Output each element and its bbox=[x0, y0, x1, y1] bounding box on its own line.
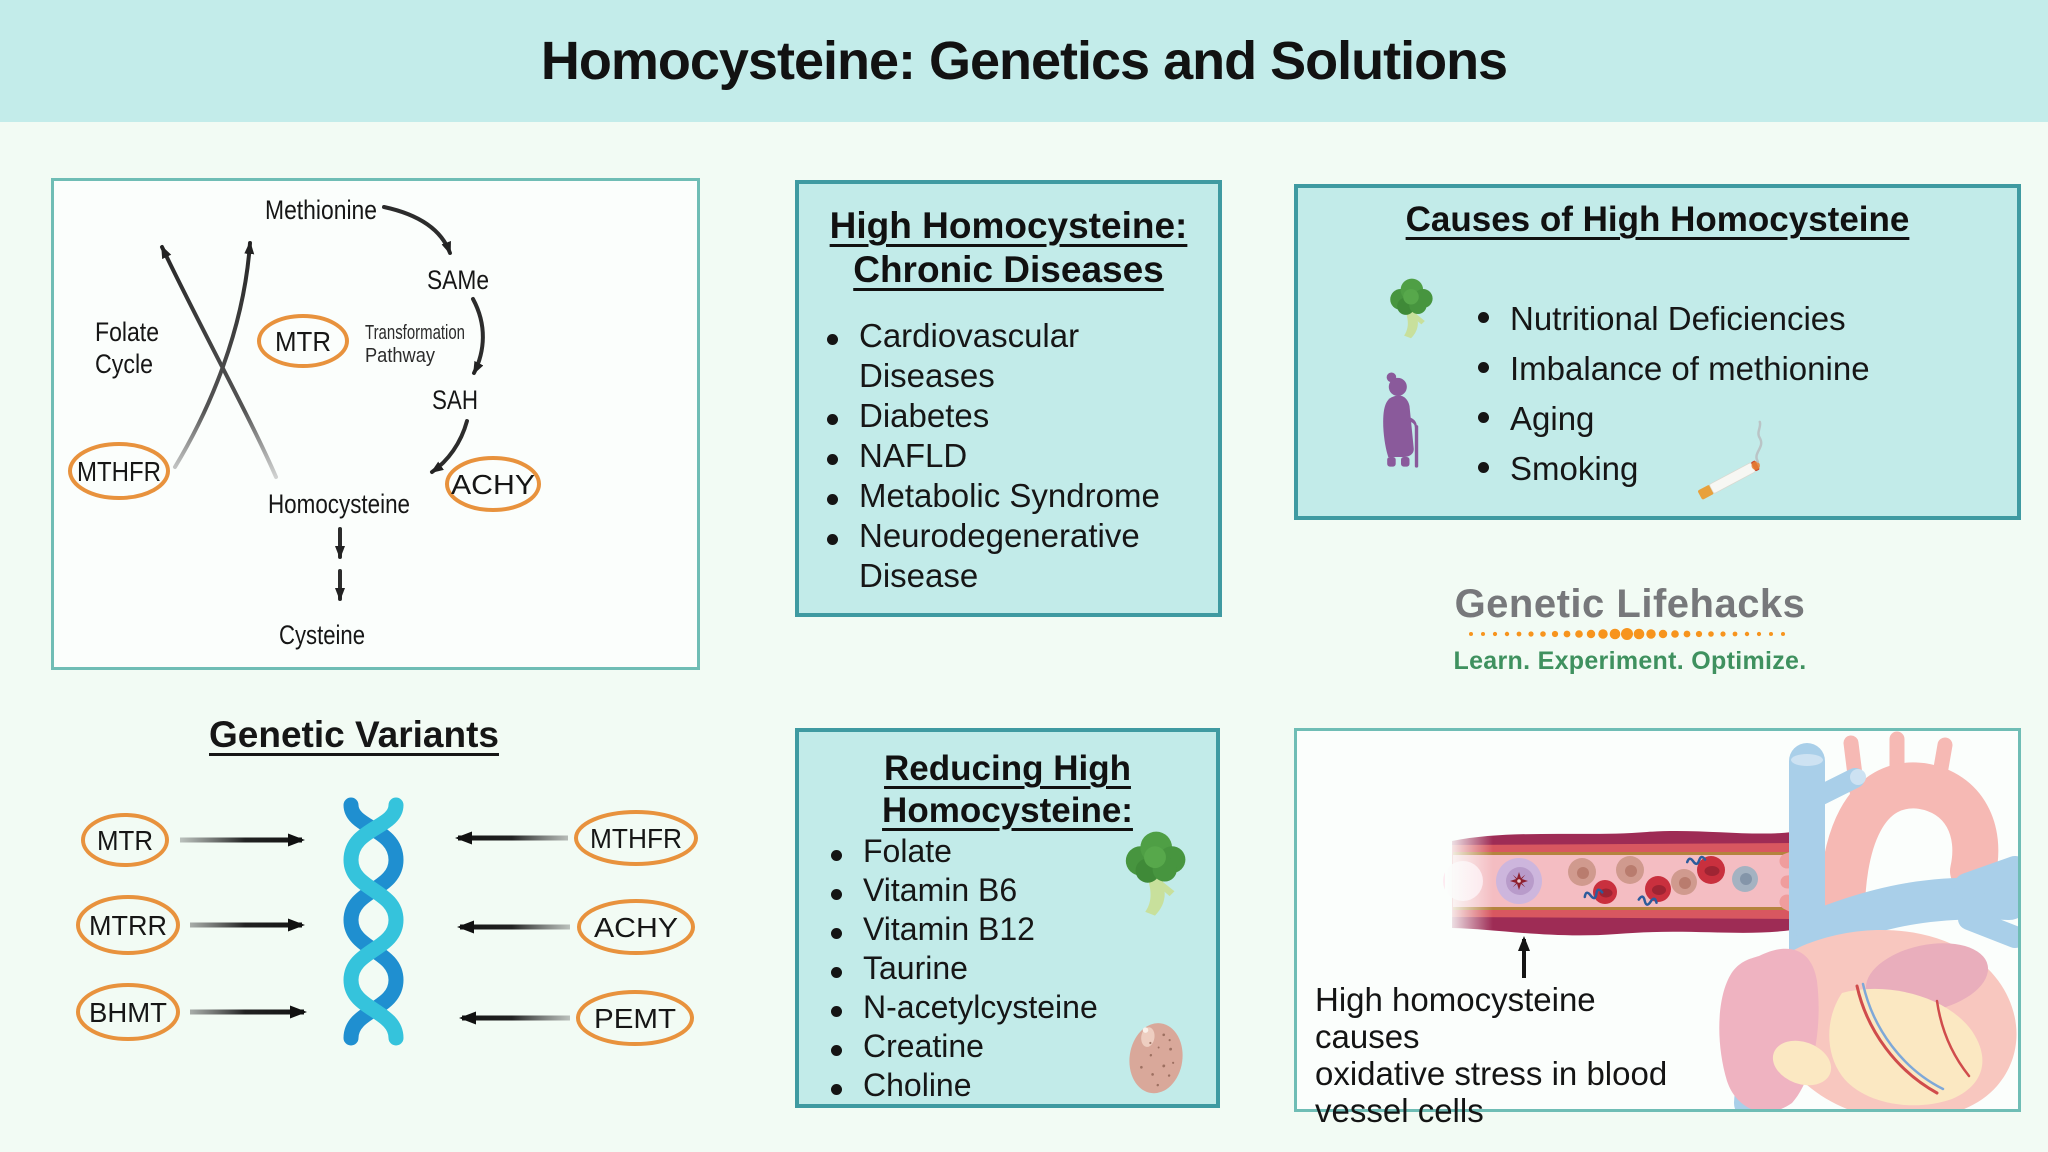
bhmt-variant-ellipse bbox=[76, 983, 180, 1041]
label-transformation-1: Transformation bbox=[365, 322, 465, 344]
list-item: NAFLD bbox=[825, 436, 1175, 476]
achy-ellipse bbox=[445, 456, 541, 512]
arrow-sah-to-homocysteine bbox=[430, 419, 469, 474]
causes-panel: Causes of High Homocysteine Nutritional … bbox=[1294, 184, 2021, 520]
vessel-caption: High homocysteine causes oxidative stres… bbox=[1315, 981, 1695, 1129]
elderly-woman-icon bbox=[1383, 372, 1419, 468]
pathway-diagram: Methionine SAMe SAH Homocysteine Cystein… bbox=[68, 195, 541, 650]
mthfr-ellipse bbox=[68, 442, 170, 500]
achy-variant-label: ACHY bbox=[594, 912, 678, 943]
node-sah: SAH bbox=[432, 385, 478, 415]
vessel-heart-panel: High homocysteine causes oxidative stres… bbox=[1294, 728, 2030, 1129]
reducing-list: Folate Vitamin B6 Vitamin B12 Taurine N-… bbox=[829, 832, 1129, 1105]
bhmt-variant-label: BHMT bbox=[89, 997, 167, 1028]
node-homocysteine: Homocysteine bbox=[268, 489, 410, 519]
list-item: Choline bbox=[829, 1066, 1129, 1105]
reducing-title-line2: Homocysteine: bbox=[882, 791, 1133, 830]
node-methionine: Methionine bbox=[265, 195, 377, 225]
heart-illustration bbox=[1719, 731, 2030, 1121]
list-item: Taurine bbox=[829, 949, 1129, 988]
dna-strands bbox=[1583, 855, 1707, 906]
chronic-title-line1: High Homocysteine: bbox=[829, 205, 1188, 246]
caption-line: High homocysteine causes bbox=[1315, 981, 1596, 1055]
node-cysteine: Cysteine bbox=[279, 620, 365, 650]
mtr-ellipse bbox=[257, 314, 349, 368]
list-item: Cardiovascular Diseases bbox=[825, 316, 1175, 396]
chronic-diseases-list: Cardiovascular Diseases Diabetes NAFLD M… bbox=[825, 316, 1175, 596]
red-blood-cells bbox=[1593, 856, 1725, 904]
list-item: Diabetes bbox=[825, 396, 1175, 436]
reducing-panel: Reducing High Homocysteine: Folate Vitam… bbox=[795, 728, 1220, 1108]
reducing-panel-title: Reducing High Homocysteine: bbox=[799, 748, 1216, 832]
mtrr-variant-label: MTRR bbox=[89, 910, 167, 941]
arrow-folate-to-methionine bbox=[173, 241, 255, 469]
list-item: Creatine bbox=[829, 1027, 1129, 1066]
mtr-variant-label: MTR bbox=[97, 825, 153, 856]
node-same: SAMe bbox=[427, 265, 489, 295]
chronic-panel-title: High Homocysteine: Chronic Diseases bbox=[799, 204, 1218, 292]
mthfr-label: MTHFR bbox=[77, 456, 161, 487]
tissue-cells bbox=[1568, 856, 1697, 895]
chronic-title-line2: Chronic Diseases bbox=[853, 249, 1164, 290]
chronic-diseases-panel: High Homocysteine: Chronic Diseases Card… bbox=[795, 180, 1222, 617]
mthfr-variant-ellipse bbox=[574, 810, 698, 866]
broccoli-icon bbox=[1125, 831, 1186, 916]
list-item: Vitamin B12 bbox=[829, 910, 1129, 949]
arrow-methionine-to-same bbox=[382, 205, 452, 255]
blood-vessel-illustration bbox=[1443, 825, 1792, 937]
achy-variant-ellipse bbox=[577, 899, 695, 955]
mtr-label: MTR bbox=[275, 326, 331, 357]
label-transformation-2: Pathway bbox=[365, 345, 435, 367]
genetic-variants-title: Genetic Variants bbox=[209, 714, 499, 755]
pemt-variant-ellipse bbox=[576, 990, 694, 1046]
genetic-variants-diagram: MTR MTRR BHMT MTHFR ACHY PEMT bbox=[76, 797, 698, 1046]
caption-line: vessel cells bbox=[1315, 1092, 1484, 1129]
reducing-title-line1: Reducing High bbox=[884, 749, 1131, 788]
genetic-lifehacks-logo: Genetic Lifehacks Learn. Experiment. Opt… bbox=[1420, 582, 1840, 676]
egg-icon bbox=[1129, 1023, 1183, 1094]
list-item: Metabolic Syndrome bbox=[825, 476, 1175, 516]
caption-line: oxidative stress in blood bbox=[1315, 1055, 1668, 1092]
arrow-homocysteine-to-folate-cycle bbox=[160, 245, 278, 479]
page-title: Homocysteine: Genetics and Solutions bbox=[540, 31, 1508, 91]
achy-label: ACHY bbox=[451, 469, 535, 500]
header-banner: Homocysteine: Genetics and Solutions bbox=[0, 0, 2048, 122]
mthfr-variant-label: MTHFR bbox=[590, 823, 682, 854]
vessel-heart-illustration bbox=[1443, 731, 2030, 1121]
list-item: Folate bbox=[829, 832, 1129, 871]
list-item: Smoking bbox=[1476, 444, 1976, 494]
list-item: Aging bbox=[1476, 394, 1976, 444]
label-folate-cycle-2: Cycle bbox=[95, 349, 153, 379]
list-item: Neurodegenerative Disease bbox=[825, 516, 1175, 596]
immune-cell bbox=[1496, 858, 1542, 904]
cigarette-icon bbox=[1698, 420, 1763, 500]
label-folate-cycle-1: Folate bbox=[95, 317, 159, 347]
logo-name: Genetic Lifehacks bbox=[1454, 582, 1806, 626]
mtrr-variant-ellipse bbox=[76, 895, 180, 955]
causes-list: Nutritional Deficiencies Imbalance of me… bbox=[1476, 294, 1976, 494]
mtr-variant-ellipse bbox=[81, 813, 169, 867]
dna-helix-icon bbox=[343, 797, 404, 1046]
logo-tagline: Learn. Experiment. Optimize. bbox=[1453, 647, 1807, 675]
broccoli-icon bbox=[1390, 278, 1433, 339]
methionine-pathway-panel: Methionine SAMe SAH Homocysteine Cystein… bbox=[51, 178, 700, 670]
logo-dotted-divider-icon bbox=[1469, 628, 1785, 640]
causes-panel-title: Causes of High Homocysteine bbox=[1405, 200, 1910, 239]
list-item: Nutritional Deficiencies bbox=[1476, 294, 1976, 344]
arrow-same-to-sah bbox=[471, 297, 485, 375]
pemt-variant-label: PEMT bbox=[594, 1003, 676, 1034]
list-item: Vitamin B6 bbox=[829, 871, 1129, 910]
list-item: N-acetylcysteine bbox=[829, 988, 1129, 1027]
list-item: Imbalance of methionine bbox=[1476, 344, 1976, 394]
white-blood-cell bbox=[1732, 866, 1758, 892]
